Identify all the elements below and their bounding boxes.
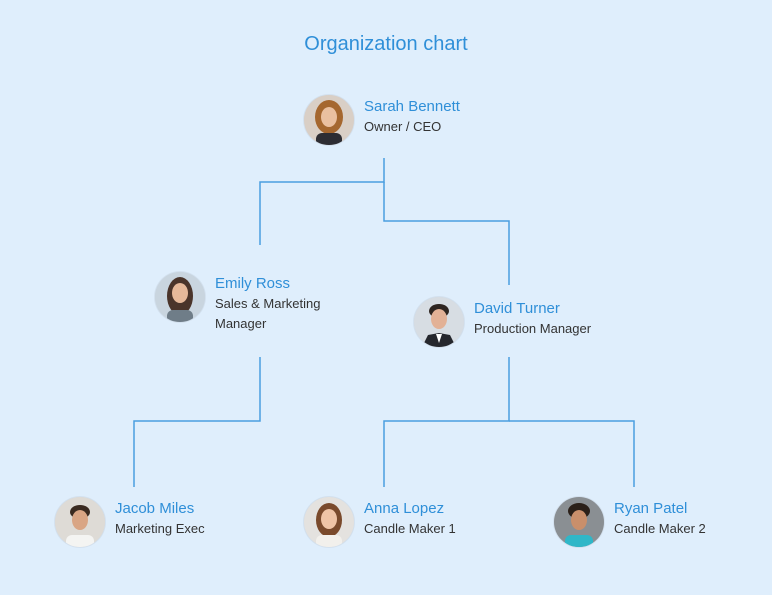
node-candle-maker-1[interactable]: Anna Lopez Candle Maker 1 xyxy=(304,497,456,547)
avatar[interactable] xyxy=(155,272,205,322)
connector-ceo-to-production xyxy=(383,182,510,285)
person-avatar-icon xyxy=(155,272,205,322)
person-role: Marketing Exec xyxy=(115,521,205,536)
person-role: Owner / CEO xyxy=(364,119,442,134)
connector-production-to-candle1 xyxy=(383,357,510,487)
person-avatar-icon xyxy=(554,497,604,547)
person-avatar-icon xyxy=(304,95,354,145)
person-avatar-icon xyxy=(304,497,354,547)
person-avatar-icon xyxy=(55,497,105,547)
person-role: Candle Maker 2 xyxy=(614,521,706,536)
node-sales-marketing[interactable]: Emily Ross Sales & Marketing Manager xyxy=(155,272,321,334)
node-candle-maker-2[interactable]: Ryan Patel Candle Maker 2 xyxy=(554,497,706,547)
avatar[interactable] xyxy=(304,497,354,547)
person-name: David Turner xyxy=(474,300,560,317)
node-marketing-exec[interactable]: Jacob Miles Marketing Exec xyxy=(55,497,205,547)
connector-ceo-to-sales xyxy=(259,158,385,245)
person-name: Ryan Patel xyxy=(614,500,688,517)
avatar[interactable] xyxy=(554,497,604,547)
avatar[interactable] xyxy=(414,297,464,347)
person-role-line1: Sales & Marketing xyxy=(215,296,321,311)
chart-title: Organization chart xyxy=(304,33,468,55)
avatar[interactable] xyxy=(55,497,105,547)
person-name: Emily Ross xyxy=(215,275,291,292)
person-role: Production Manager xyxy=(474,321,592,336)
connector-sales-to-marketing xyxy=(133,357,261,487)
avatar[interactable] xyxy=(304,95,354,145)
person-role: Candle Maker 1 xyxy=(364,521,456,536)
person-name: Anna Lopez xyxy=(364,500,445,517)
connector-production-to-candle2 xyxy=(509,420,635,487)
person-name: Jacob Miles xyxy=(115,500,195,517)
person-avatar-icon xyxy=(414,297,464,347)
person-name: Sarah Bennett xyxy=(364,98,460,115)
node-ceo[interactable]: Sarah Bennett Owner / CEO xyxy=(304,95,460,145)
node-production[interactable]: David Turner Production Manager xyxy=(414,297,591,347)
person-role-line2: Manager xyxy=(215,316,267,331)
